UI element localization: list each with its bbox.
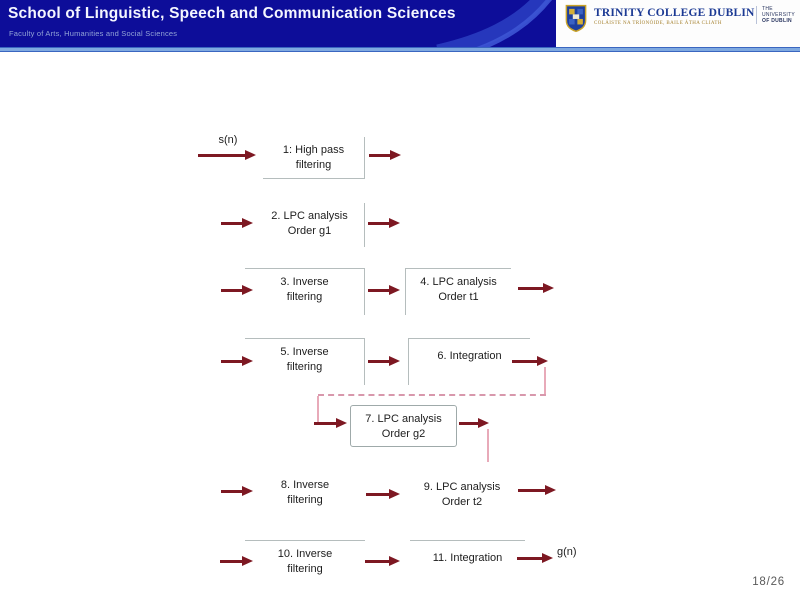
diagram-box-11-integration: 11. Integration xyxy=(410,540,525,580)
flow-arrow-into-box8 xyxy=(221,486,253,497)
flow-arrow-out-box7 xyxy=(459,418,489,429)
diagram-box-8-inverse-filtering: 8. Inverse filtering xyxy=(280,479,330,506)
header-accent-line xyxy=(0,47,800,52)
flow-arrow-out-box9 xyxy=(518,485,556,496)
diagram-box-7-lpc-analysis-g2: 7. LPC analysis Order g2 xyxy=(350,405,457,447)
university-line: OF DUBLIN xyxy=(762,18,792,24)
trinity-name: TRINITY COLLEGE DUBLIN xyxy=(594,7,755,19)
flow-arrow-box5-to-box6 xyxy=(368,356,400,367)
diagram-box-3-inverse-filtering: 3. Inverse filtering xyxy=(245,268,365,315)
flow-arrow-out-box11 xyxy=(517,553,553,564)
flow-arrow-box10-to-box11 xyxy=(365,556,400,567)
flow-arrow-into-box2 xyxy=(221,218,253,229)
university-line: THE xyxy=(762,6,773,12)
connector-box7-output-down xyxy=(487,429,489,462)
slide-header-subtitle: Faculty of Arts, Humanities and Social S… xyxy=(9,29,178,38)
university-of-dublin-label: THE UNIVERSITY OF DUBLIN xyxy=(756,6,795,24)
flow-arrow-box3-to-box4 xyxy=(368,285,400,296)
connector-feedback-down-left xyxy=(317,396,319,423)
diagram-box-2-lpc-analysis-g1: 2. LPC analysis Order g1 xyxy=(255,203,365,247)
trinity-logo-wordmark: TRINITY COLLEGE DUBLIN COLÁISTE NA TRÍON… xyxy=(594,7,755,26)
flow-arrow-into-box3 xyxy=(221,285,253,296)
trinity-logo-panel: TRINITY COLLEGE DUBLIN COLÁISTE NA TRÍON… xyxy=(556,0,800,47)
diagram-box-10-inverse-filtering: 10. Inverse filtering xyxy=(245,540,365,584)
connector-feedback-down-right xyxy=(544,367,546,396)
trinity-irish-name: COLÁISTE NA TRÍONÓIDE, BAILE ÁTHA CLIATH xyxy=(594,21,722,26)
diagram-box-6-integration: 6. Integration xyxy=(408,338,530,385)
flow-arrow-into-box1 xyxy=(198,150,256,161)
flow-arrow-box8-to-box9 xyxy=(366,489,400,500)
output-signal-label: g(n) xyxy=(557,546,577,558)
diagram-box-1-high-pass-filtering: 1: High pass filtering xyxy=(263,137,365,179)
trinity-crest-icon xyxy=(565,4,587,38)
flow-arrow-into-box5 xyxy=(221,356,253,367)
page-number-indicator: 18/26 xyxy=(752,576,785,588)
flow-arrow-out-box4 xyxy=(518,283,554,294)
flow-arrow-out-box6 xyxy=(512,356,548,367)
diagram-box-9-lpc-analysis-t2: 9. LPC analysis Order t2 xyxy=(423,481,501,508)
input-signal-label: s(n) xyxy=(218,134,238,146)
flow-arrow-out-box2 xyxy=(368,218,400,229)
university-line: UNIVERSITY xyxy=(762,12,796,18)
connector-feedback-dashed xyxy=(318,394,546,396)
flow-arrow-out-box1 xyxy=(369,150,401,161)
diagram-box-5-inverse-filtering: 5. Inverse filtering xyxy=(245,338,365,385)
header-bar: School of Linguistic, Speech and Communi… xyxy=(0,0,800,47)
diagram-box-4-lpc-analysis-t1: 4. LPC analysis Order t1 xyxy=(405,268,511,315)
slide-header-title: School of Linguistic, Speech and Communi… xyxy=(8,5,456,22)
header-swoosh-decoration xyxy=(420,0,556,47)
flow-arrow-into-box7 xyxy=(314,418,347,429)
flow-arrow-into-box10 xyxy=(220,556,253,567)
